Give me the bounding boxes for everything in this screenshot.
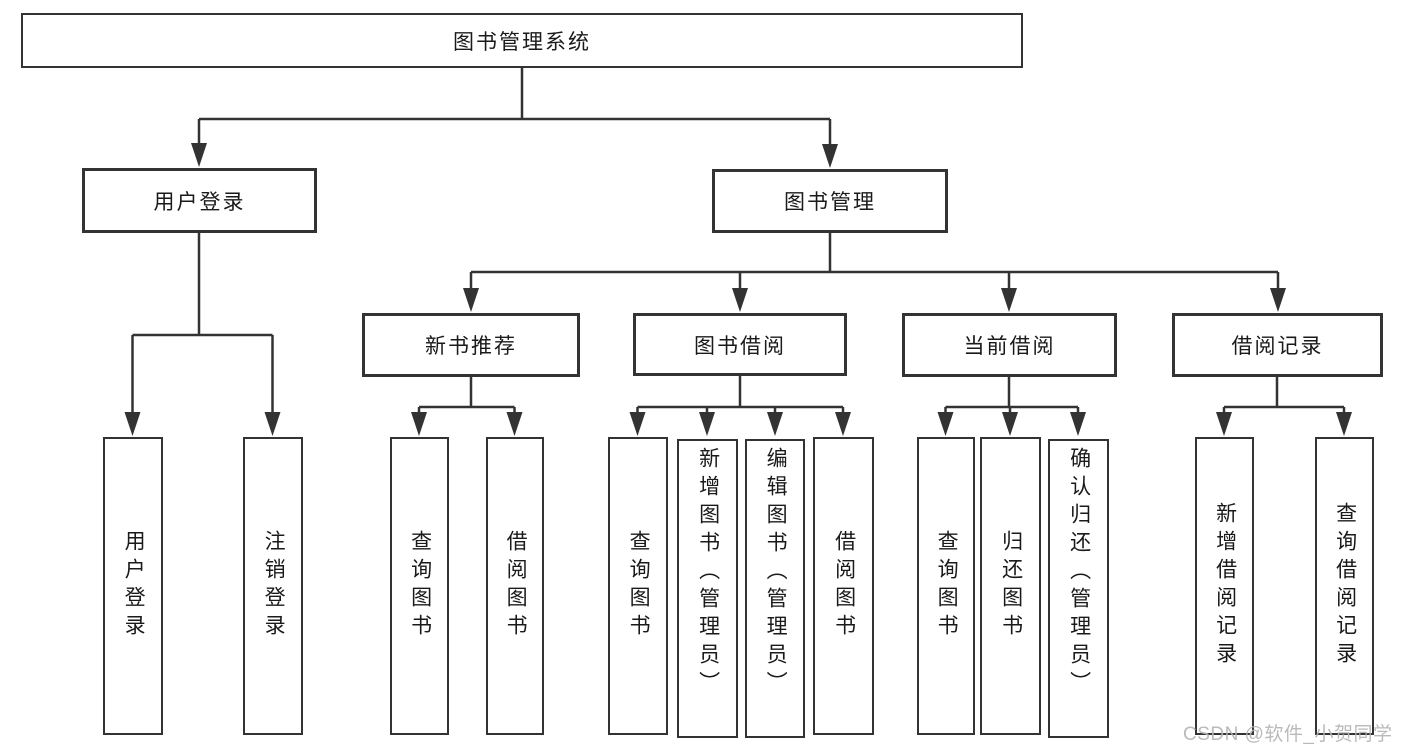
- node-leaf-query-books-1: 查询图书: [390, 437, 449, 735]
- csdn-watermark: CSDN @软件_小贺同学: [1183, 724, 1393, 745]
- node-new-book-recommend: 新书推荐: [362, 313, 580, 377]
- node-book-borrow-label: 图书借阅: [694, 334, 786, 358]
- node-library-system-label: 图书管理系统: [453, 30, 591, 54]
- node-leaf-query-borrow-record: 查询借阅记录: [1315, 437, 1374, 735]
- node-leaf-edit-book-admin: 编辑图书（管理员）: [745, 439, 805, 738]
- node-leaf-return-book-label: 归还图书: [999, 530, 1023, 642]
- node-leaf-user-login-label: 用户登录: [122, 530, 146, 642]
- node-leaf-query-books-3: 查询图书: [917, 437, 975, 735]
- node-book-borrow: 图书借阅: [633, 313, 847, 376]
- node-leaf-borrow-books-1-label: 借阅图书: [504, 530, 528, 642]
- node-leaf-add-book-admin: 新增图书（管理员）: [677, 439, 738, 738]
- node-leaf-logout-label: 注销登录: [262, 530, 286, 642]
- connector-line: [131, 68, 1346, 416]
- node-leaf-query-books-2: 查询图书: [608, 437, 668, 735]
- arrowhead-icon: [124, 143, 1352, 436]
- node-leaf-user-login: 用户登录: [103, 437, 163, 735]
- node-leaf-query-books-2-label: 查询图书: [627, 530, 651, 642]
- node-leaf-borrow-books-1: 借阅图书: [486, 437, 544, 735]
- node-leaf-confirm-return-admin-label: 确认归还（管理员）: [1067, 447, 1091, 699]
- node-library-system: 图书管理系统: [21, 13, 1023, 68]
- node-book-management-label: 图书管理: [784, 191, 876, 214]
- node-borrow-records: 借阅记录: [1172, 313, 1383, 377]
- node-borrow-records-label: 借阅记录: [1231, 335, 1324, 358]
- node-new-book-recommend-label: 新书推荐: [425, 335, 517, 358]
- node-leaf-confirm-return-admin: 确认归还（管理员）: [1048, 439, 1109, 738]
- node-leaf-return-book: 归还图书: [980, 437, 1041, 735]
- node-leaf-add-book-admin-label: 新增图书（管理员）: [696, 447, 720, 699]
- node-book-management: 图书管理: [712, 169, 948, 233]
- node-user-login-label: 用户登录: [153, 190, 246, 214]
- node-leaf-edit-book-admin-label: 编辑图书（管理员）: [764, 447, 788, 699]
- node-leaf-query-borrow-record-label: 查询借阅记录: [1333, 502, 1357, 670]
- node-leaf-borrow-books-2: 借阅图书: [813, 437, 874, 735]
- node-leaf-add-borrow-record-label: 新增借阅记录: [1213, 502, 1237, 670]
- node-user-login: 用户登录: [82, 168, 317, 233]
- node-leaf-borrow-books-2-label: 借阅图书: [832, 530, 856, 642]
- node-current-borrow: 当前借阅: [902, 313, 1117, 377]
- node-leaf-add-borrow-record: 新增借阅记录: [1195, 437, 1254, 735]
- node-leaf-logout: 注销登录: [243, 437, 303, 735]
- node-leaf-query-books-3-label: 查询图书: [935, 530, 959, 642]
- node-leaf-query-books-1-label: 查询图书: [408, 530, 432, 642]
- node-current-borrow-label: 当前借阅: [963, 335, 1056, 358]
